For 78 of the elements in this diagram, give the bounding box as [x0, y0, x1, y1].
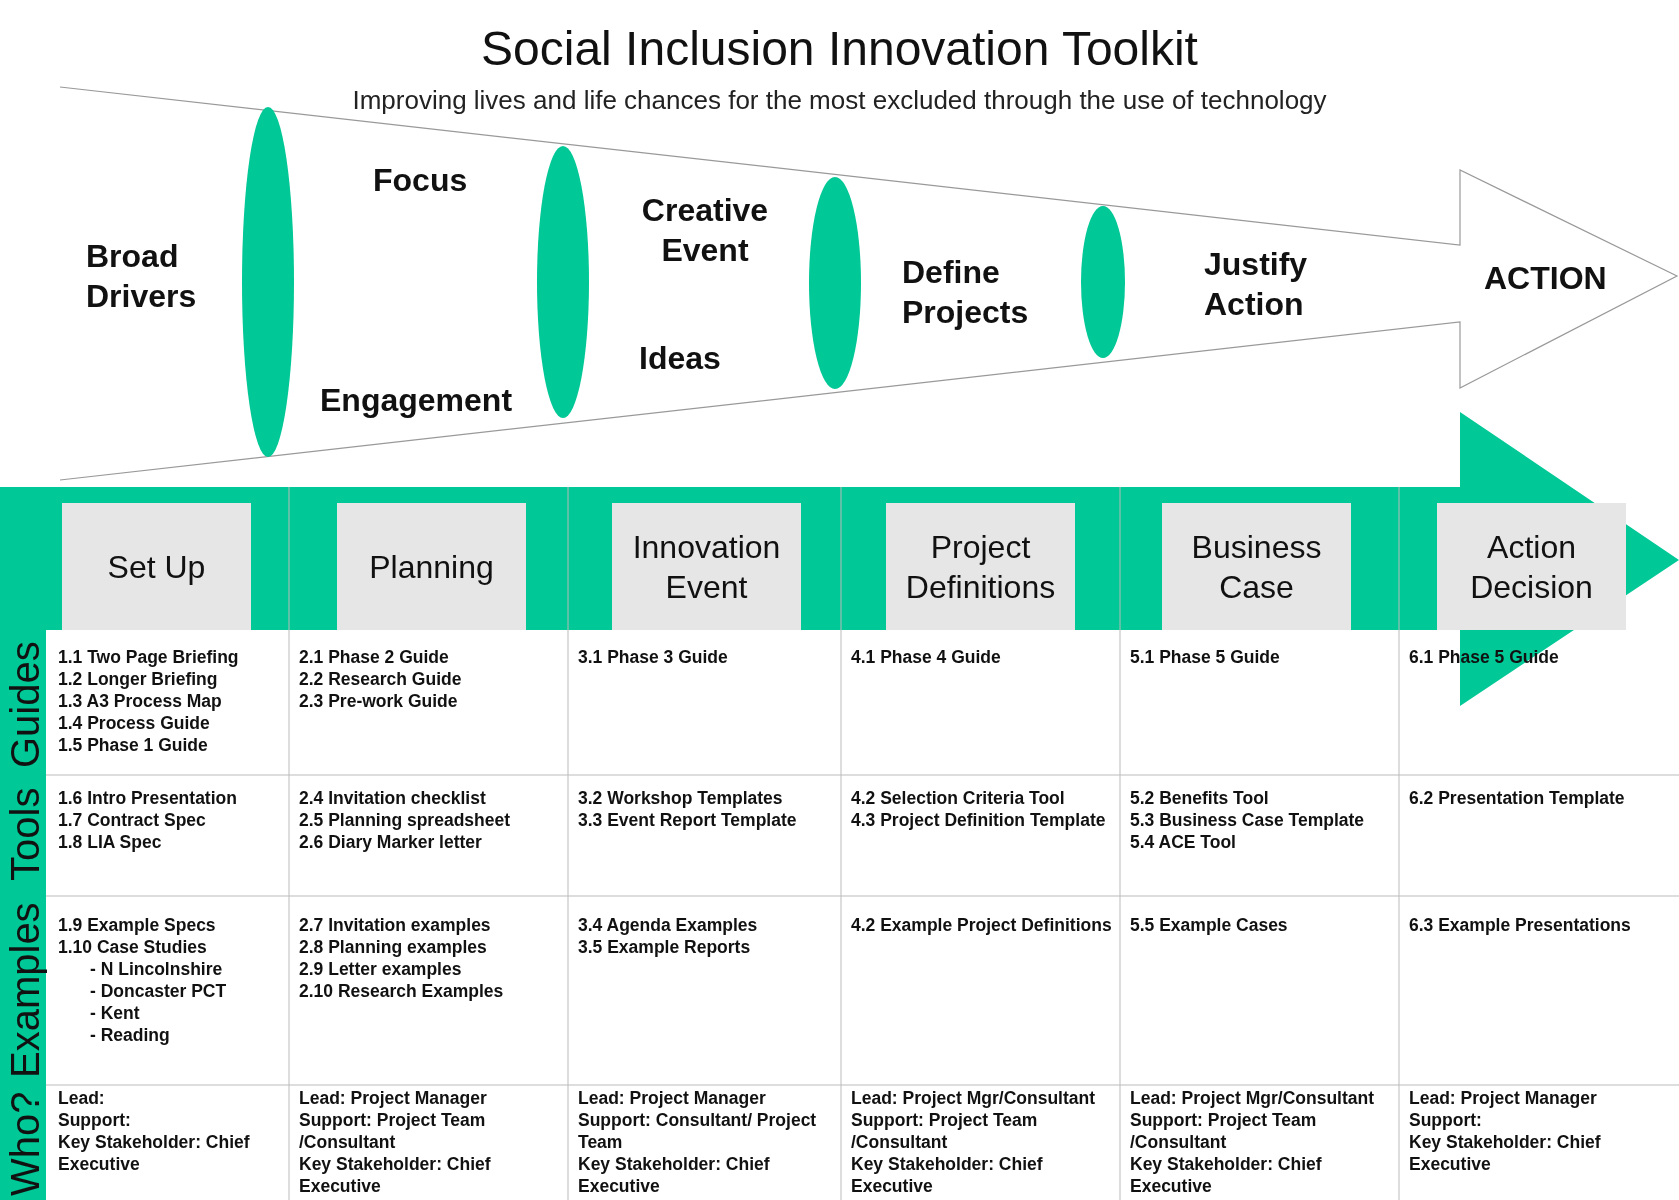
- list-item: 4.1 Phase 4 Guide: [851, 646, 1001, 668]
- row-header: Tools: [3, 786, 47, 883]
- list-item: 2.7 Invitation examples: [299, 914, 491, 936]
- role-text: Lead: Project Manager: [1409, 1087, 1597, 1109]
- role-text: Support: Consultant/ Project Team: [578, 1109, 818, 1153]
- role-text: Support:: [58, 1109, 131, 1131]
- list-item: 5.3 Business Case Template: [1130, 809, 1365, 831]
- list-item: - Kent: [90, 1002, 140, 1024]
- list-item: 2.4 Invitation checklist: [299, 787, 486, 809]
- list-item: 3.3 Event Report Template: [578, 809, 797, 831]
- title: Social Inclusion Innovation Toolkit: [480, 21, 1199, 77]
- role-text: Lead: Project Manager: [578, 1087, 766, 1109]
- stage-label: Define Projects: [902, 253, 1030, 332]
- stage-label: Broad Drivers: [86, 237, 198, 316]
- list-item: - N Lincolnshire: [90, 958, 223, 980]
- role-text: Key Stakeholder: Chief Executive: [299, 1153, 492, 1197]
- list-item: 5.5 Example Cases: [1130, 914, 1288, 936]
- list-item: 1.2 Longer Briefing: [58, 668, 218, 690]
- list-item: 2.6 Diary Marker letter: [299, 831, 482, 853]
- list-item: 2.8 Planning examples: [299, 936, 487, 958]
- list-item: 4.3 Project Definition Template: [851, 809, 1106, 831]
- list-item: 2.2 Research Guide: [299, 668, 462, 690]
- list-item: 2.1 Phase 2 Guide: [299, 646, 449, 668]
- list-item: 5.2 Benefits Tool: [1130, 787, 1269, 809]
- list-item: 1.5 Phase 1 Guide: [58, 734, 208, 756]
- role-text: Lead:: [58, 1087, 105, 1109]
- list-item: 1.3 A3 Process Map: [58, 690, 222, 712]
- list-item: 6.3 Example Presentations: [1409, 914, 1631, 936]
- phase-box: Business Case: [1162, 503, 1351, 630]
- subtitle: Improving lives and life chances for the most excluded through the use of technology: [351, 84, 1328, 116]
- stage-label: ACTION: [1484, 259, 1608, 298]
- list-item: 1.7 Contract Spec: [58, 809, 206, 831]
- list-item: 3.5 Example Reports: [578, 936, 751, 958]
- list-item: 4.2 Example Project Definitions: [851, 914, 1112, 936]
- row-header: Who?: [3, 1090, 47, 1199]
- role-text: Key Stakeholder: Chief Executive: [851, 1153, 1044, 1197]
- role-text: Key Stakeholder: Chief Executive: [58, 1131, 251, 1175]
- phase-box: Project Definitions: [886, 503, 1075, 630]
- phase-box: Set Up: [62, 503, 251, 630]
- role-text: Key Stakeholder: Chief Executive: [1130, 1153, 1323, 1197]
- role-text: Support: Project Team /Consultant: [299, 1109, 487, 1153]
- role-text: Key Stakeholder: Chief Executive: [1409, 1131, 1602, 1175]
- list-item: 2.10 Research Examples: [299, 980, 504, 1002]
- list-item: 3.4 Agenda Examples: [578, 914, 758, 936]
- row-header: Guides: [3, 640, 47, 770]
- role-text: Lead: Project Manager: [299, 1087, 487, 1109]
- list-item: 2.5 Planning spreadsheet: [299, 809, 511, 831]
- role-text: Support: Project Team /Consultant: [851, 1109, 1039, 1153]
- role-text: Support:: [1409, 1109, 1482, 1131]
- stage-label: Focus: [373, 161, 469, 200]
- list-item: 1.10 Case Studies: [58, 936, 207, 958]
- list-item: 3.1 Phase 3 Guide: [578, 646, 728, 668]
- stage-label: Engagement: [320, 381, 514, 420]
- list-item: 1.8 LIA Spec: [58, 831, 162, 853]
- list-item: 1.1 Two Page Briefing: [58, 646, 239, 668]
- list-item: 6.2 Presentation Template: [1409, 787, 1625, 809]
- list-item: 1.9 Example Specs: [58, 914, 216, 936]
- list-item: 5.1 Phase 5 Guide: [1130, 646, 1280, 668]
- phase-box: Action Decision: [1437, 503, 1626, 630]
- list-item: 1.6 Intro Presentation: [58, 787, 237, 809]
- role-text: Lead: Project Mgr/Consultant: [851, 1087, 1096, 1109]
- list-item: - Reading: [90, 1024, 170, 1046]
- list-item: 5.4 ACE Tool: [1130, 831, 1236, 853]
- stage-label: Ideas: [639, 339, 722, 378]
- list-item: - Doncaster PCT: [90, 980, 227, 1002]
- role-text: Support: Project Team /Consultant: [1130, 1109, 1318, 1153]
- phase-box: Planning: [337, 503, 526, 630]
- role-text: Lead: Project Mgr/Consultant: [1130, 1087, 1375, 1109]
- row-header: Examples: [3, 901, 47, 1080]
- stage-label: Creative Event: [640, 191, 770, 270]
- list-item: 1.4 Process Guide: [58, 712, 210, 734]
- phase-box: Innovation Event: [612, 503, 801, 630]
- list-item: 2.9 Letter examples: [299, 958, 462, 980]
- role-text: Key Stakeholder: Chief Executive: [578, 1153, 771, 1197]
- list-item: 3.2 Workshop Templates: [578, 787, 783, 809]
- stage-label: Justify Action: [1204, 245, 1309, 324]
- list-item: 2.3 Pre-work Guide: [299, 690, 458, 712]
- list-item: 4.2 Selection Criteria Tool: [851, 787, 1065, 809]
